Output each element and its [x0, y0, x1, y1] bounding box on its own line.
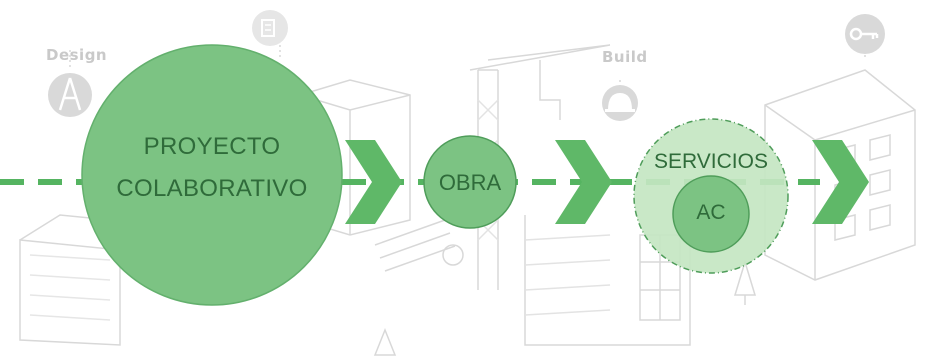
drafting-compass-icon — [48, 73, 92, 117]
design-phase-label: Design — [46, 46, 108, 64]
chevron-arrow-1 — [345, 140, 402, 224]
proyecto-line-2: COLABORATIVO — [116, 175, 308, 202]
ac-label: AC — [696, 201, 726, 224]
build-phase-label: Build — [602, 48, 648, 66]
building-icon — [252, 10, 288, 46]
proyecto-circle — [81, 44, 343, 306]
obra-circle — [423, 135, 517, 229]
proyecto-label: PROYECTO COLABORATIVO — [82, 126, 342, 210]
key-icon — [845, 14, 885, 54]
chevron-arrow-3 — [812, 140, 869, 224]
obra-label: OBRA — [438, 170, 502, 195]
ac-circle — [672, 175, 750, 253]
proyecto-line-1: PROYECTO — [143, 133, 281, 160]
hard-hat-icon — [602, 85, 638, 121]
chevron-arrow-2 — [555, 140, 612, 224]
servicios-label: SERVICIOS — [654, 150, 768, 173]
